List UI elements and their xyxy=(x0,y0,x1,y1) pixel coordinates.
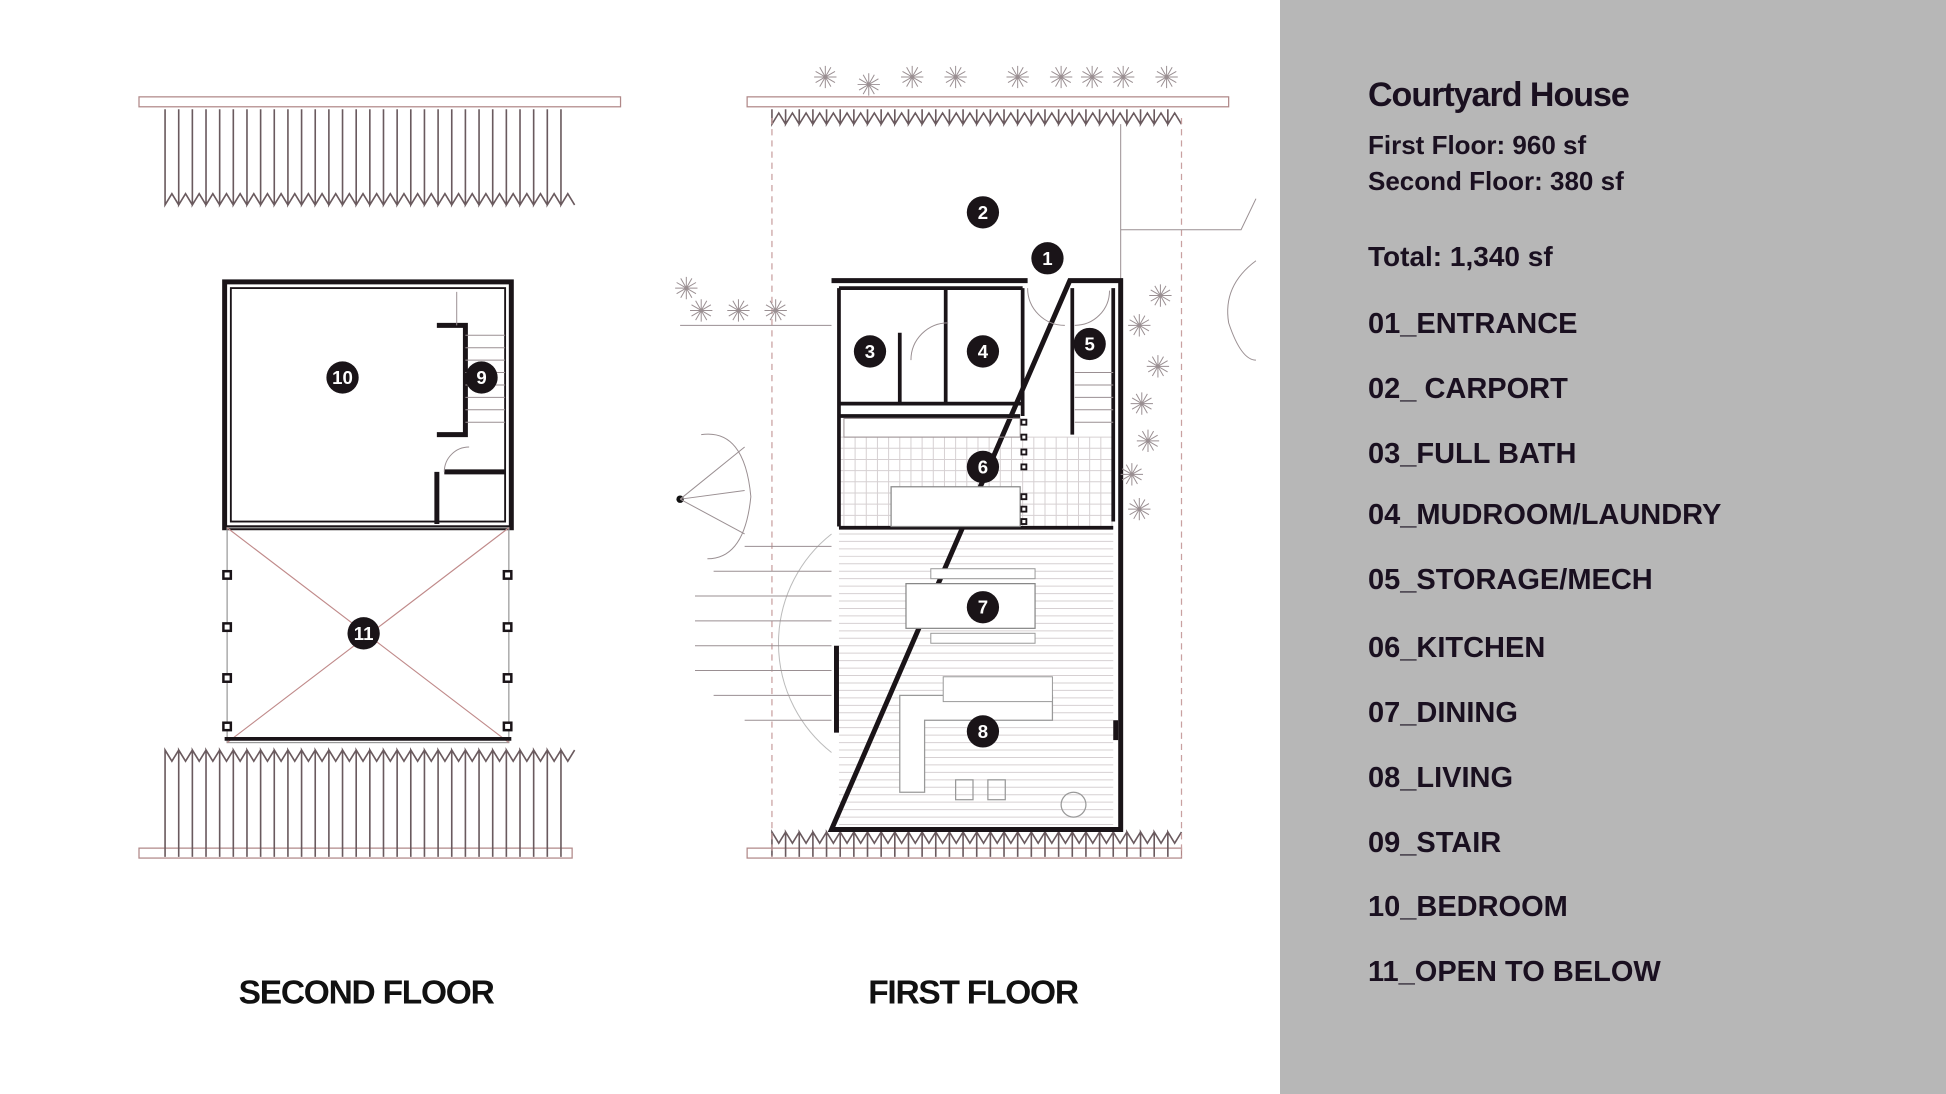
shrub-icon xyxy=(1155,65,1178,89)
total-area: Total: 1,340 sf xyxy=(1368,241,1553,272)
legend-item: 04_MUDROOM/LAUNDRY xyxy=(1368,499,1722,531)
svg-text:9: 9 xyxy=(476,367,486,388)
shrub-icon xyxy=(690,299,713,322)
room-marker-10: 10 xyxy=(326,361,359,394)
shrub-icon xyxy=(814,65,837,89)
room-marker-3: 3 xyxy=(853,335,887,368)
fence-rail xyxy=(138,96,622,108)
first-floor-area: First Floor: 960 sf xyxy=(1368,130,1587,160)
exterior-walls xyxy=(827,278,1124,832)
legend-item: 11_OPEN TO BELOW xyxy=(1368,956,1661,988)
shrub-icon xyxy=(1120,463,1144,486)
first-floor-plan: FIRST FLOOR xyxy=(676,117,1257,1011)
kitchen-island xyxy=(890,486,1021,528)
legend-item: 09_STAIR xyxy=(1368,827,1502,859)
legend-item: 03_FULL BATH xyxy=(1368,438,1577,470)
svg-text:4: 4 xyxy=(978,341,989,362)
svg-text:6: 6 xyxy=(978,456,988,477)
fence-rail xyxy=(746,96,1230,108)
legend-item: 10_BEDROOM xyxy=(1368,891,1568,923)
shrub-icon xyxy=(1006,65,1029,89)
svg-text:2: 2 xyxy=(978,202,988,223)
project-title: Courtyard House xyxy=(1368,76,1630,114)
svg-text:7: 7 xyxy=(978,597,988,618)
svg-text:3: 3 xyxy=(865,341,875,362)
shrub-icon xyxy=(764,299,787,322)
shrub-icon xyxy=(727,299,750,322)
stair-wall xyxy=(434,322,506,525)
room-marker-8: 8 xyxy=(966,715,1000,748)
room-marker-4: 4 xyxy=(966,335,1000,368)
room-marker-5: 5 xyxy=(1073,327,1106,361)
second-floor-plan: SECOND FLOOR xyxy=(222,279,514,1011)
room-marker-1: 1 xyxy=(1031,242,1064,275)
svg-text:11: 11 xyxy=(354,623,374,644)
shrub-icon xyxy=(1112,65,1135,89)
svg-text:5: 5 xyxy=(1084,333,1094,354)
legend-item: 01_ENTRANCE xyxy=(1368,308,1578,340)
fence-pickets xyxy=(164,109,576,208)
shrub-icon xyxy=(901,65,924,89)
caption-first-floor: FIRST FLOOR xyxy=(868,974,1079,1011)
svg-text:8: 8 xyxy=(978,721,988,742)
fence-rail xyxy=(746,847,1183,859)
fences xyxy=(138,96,1230,859)
room-marker-6: 6 xyxy=(966,450,1000,484)
fence-pickets xyxy=(771,829,1183,857)
fence-pickets xyxy=(771,109,1183,128)
second-floor-area: Second Floor: 380 sf xyxy=(1368,166,1624,196)
shrub-icon xyxy=(1146,355,1170,378)
open-to-below xyxy=(226,527,510,744)
room-marker-11: 11 xyxy=(347,617,380,650)
caption-second-floor: SECOND FLOOR xyxy=(239,974,495,1011)
shrub-icon xyxy=(1130,392,1153,415)
legend-item: 06_KITCHEN xyxy=(1368,632,1546,664)
svg-text:10: 10 xyxy=(332,367,353,388)
info-panel: Courtyard House First Floor: 960 sf Seco… xyxy=(1280,0,1946,1094)
shrub-icon xyxy=(1149,284,1172,307)
room-marker-2: 2 xyxy=(966,196,1000,229)
shrub-icon xyxy=(857,73,880,96)
legend-item: 08_LIVING xyxy=(1368,762,1514,794)
room-marker-9: 9 xyxy=(465,361,498,394)
shrub-icon xyxy=(1049,65,1073,89)
shrub-icon xyxy=(944,65,967,89)
room-marker-7: 7 xyxy=(966,591,1000,624)
shrub-icon xyxy=(1136,429,1160,453)
shrub-icon xyxy=(1080,65,1104,89)
legend-item: 07_DINING xyxy=(1368,697,1518,729)
legend-item: 05_STORAGE/MECH xyxy=(1368,564,1653,596)
legend-item: 02_ CARPORT xyxy=(1368,373,1568,405)
svg-text:1: 1 xyxy=(1042,248,1052,269)
bedroom-walls xyxy=(222,279,514,531)
shrub-icon xyxy=(1128,497,1151,521)
fence-pickets xyxy=(164,747,576,857)
shrub-icon xyxy=(1128,314,1151,337)
shrub-icon xyxy=(675,276,698,300)
